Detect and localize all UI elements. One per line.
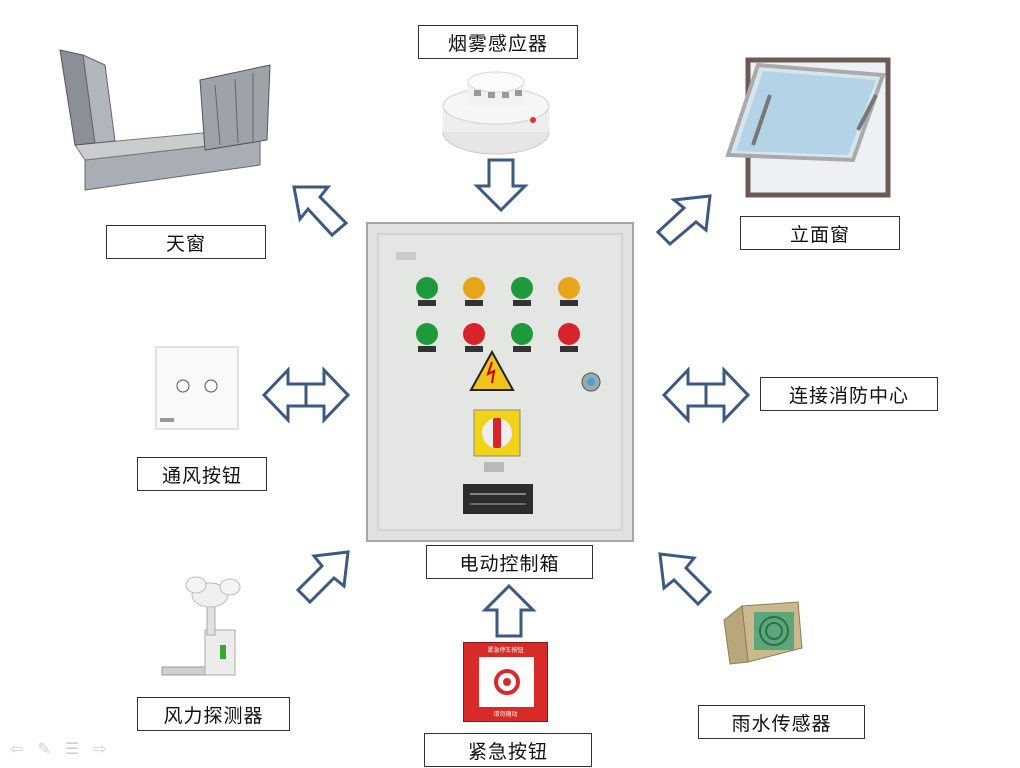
- menu-icon[interactable]: ☰: [64, 739, 80, 758]
- arrow-fire-center-double: [661, 366, 751, 424]
- smoke-sensor-image: [442, 71, 550, 155]
- arrow-emergency-to-box: [481, 583, 537, 638]
- arrow-vent-button-double: [261, 366, 351, 424]
- label-smoke-sensor: 烟雾感应器: [418, 25, 578, 59]
- wind-detector-image: [161, 576, 241, 676]
- label-rain-sensor: 雨水传感器: [698, 705, 865, 739]
- arrow-box-to-facade-window: [655, 194, 712, 247]
- label-fire-center: 连接消防中心: [760, 377, 938, 411]
- pen-icon[interactable]: ✎: [37, 739, 51, 758]
- arrow-rain-to-box: [658, 552, 713, 607]
- slide-nav[interactable]: ⇦ ✎ ☰ ⇨: [10, 739, 107, 758]
- rain-sensor-image: [723, 601, 803, 665]
- label-facade-window: 立面窗: [740, 216, 900, 250]
- vent-button-image: [155, 346, 239, 430]
- label-vent-button: 通风按钮: [137, 457, 267, 491]
- arrow-box-to-skylight: [292, 185, 349, 238]
- skylight-image: [59, 49, 271, 191]
- emergency-button-image: 紧急停车按钮 请勿随动: [463, 642, 548, 722]
- label-skylight: 天窗: [106, 225, 266, 259]
- next-arrow-icon[interactable]: ⇨: [93, 739, 107, 758]
- label-wind-detector: 风力探测器: [137, 697, 290, 731]
- emergency-bottom-text: 请勿随动: [493, 711, 518, 718]
- prev-arrow-icon[interactable]: ⇦: [10, 739, 24, 758]
- label-control-box: 电动控制箱: [426, 545, 593, 579]
- control-box-image: [366, 222, 634, 542]
- facade-window-image: [725, 57, 891, 198]
- label-emergency-button: 紧急按钮: [424, 733, 592, 767]
- arrow-wind-to-box: [295, 550, 350, 605]
- arrow-smoke-to-box: [473, 158, 529, 213]
- emergency-top-text: 紧急停车按钮: [487, 647, 524, 654]
